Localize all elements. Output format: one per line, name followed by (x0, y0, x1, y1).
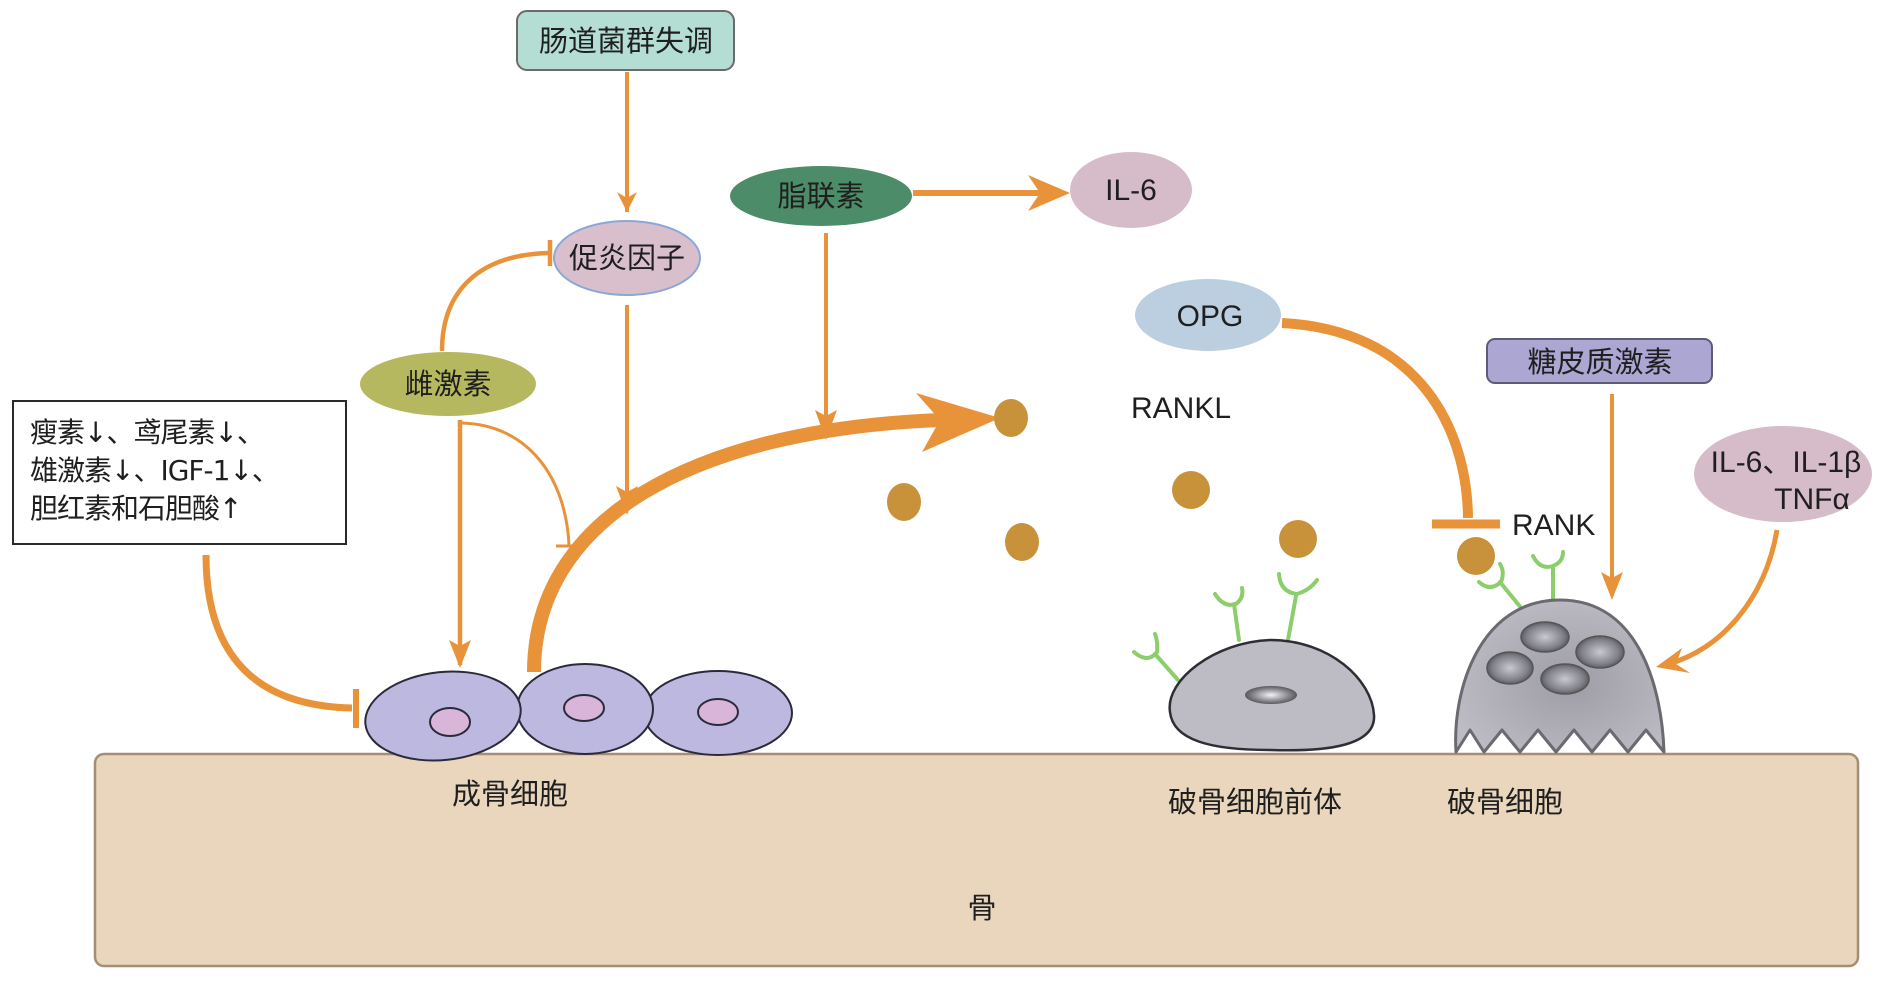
glucocorticoid-label: 糖皮质激素 (1527, 345, 1672, 379)
opg-label: OPG (1177, 300, 1244, 333)
node-adiponectin (730, 166, 912, 226)
osteoclast-nucleus (1575, 635, 1625, 669)
rank-receptor (1531, 550, 1565, 606)
rank-receptor (1477, 562, 1524, 611)
rankl-molecules (887, 399, 1495, 575)
osteoclast-nucleus (1540, 663, 1590, 695)
rank-label: RANK (1512, 509, 1595, 542)
node-il6 (1070, 152, 1192, 228)
estrogen-label: 雌激素 (404, 367, 491, 401)
rankl-dot (1005, 523, 1039, 561)
arrowhead-il6 (1028, 175, 1070, 211)
rankl-dot (1172, 471, 1210, 509)
node-proinflammatory-factors (553, 220, 701, 296)
osteoclast-group (1454, 550, 1666, 754)
osteoclast-precursor-group (1132, 572, 1376, 752)
osteoblast-label: 成骨细胞 (452, 777, 568, 811)
inhibit-estrogen-to-rankl-path (461, 421, 571, 546)
rankl-dot (887, 483, 921, 521)
arrowheads (449, 175, 1690, 673)
osteoblast-nucleus (563, 694, 605, 722)
rank-receptor (1132, 632, 1180, 682)
node-opg (1135, 279, 1281, 351)
rankl-dot (994, 399, 1028, 437)
osteoclast-nucleus (1520, 621, 1570, 653)
osteoclast-nucleus (1486, 651, 1534, 685)
proinflammatory-label: 促炎因子 (569, 241, 685, 275)
bone-label: 骨 (967, 891, 996, 925)
factor-line: 瘦素↓、鸢尾素↓、 (30, 416, 265, 449)
arrowhead-gut (617, 192, 637, 212)
osteoblast-nucleus (697, 698, 739, 726)
osteoclast-precursor-label: 破骨细胞前体 (1168, 785, 1342, 819)
factor-line: 胆红素和石胆酸↑ (30, 492, 242, 525)
cytokines-label-line1: IL-6、IL-1β (1711, 446, 1862, 479)
il6-label: IL-6 (1105, 174, 1157, 207)
osteoblast-group (364, 663, 793, 762)
osteoclast-precursor-nucleus (1245, 686, 1297, 704)
factor-box: 瘦素↓、鸢尾素↓、 雄激素↓、IGF-1↓、 胆红素和石胆酸↑ (12, 400, 347, 545)
cytokines-label-line2: TNFα (1774, 483, 1850, 516)
osteoblast-nucleus (429, 707, 471, 737)
arrowhead-glucocorticoid (1601, 572, 1623, 600)
arrow-cytokines-to-osteoclast (1667, 529, 1780, 667)
arrowhead-rankl (916, 393, 1000, 452)
rankl-label: RANKL (1131, 392, 1231, 425)
arrowhead-estrogen-osteoblast (449, 640, 471, 668)
adiponectin-label: 脂联素 (777, 179, 864, 213)
arrowhead-cytokines (1656, 648, 1690, 673)
rankl-dot (1457, 537, 1495, 575)
receptor-set (1477, 550, 1565, 611)
bone-block (93, 752, 1860, 968)
rankl-dot (1279, 520, 1317, 558)
gut-dysbiosis-label: 肠道菌群失调 (539, 24, 713, 58)
arrowhead-adiponectin-down (815, 410, 837, 440)
receptor-set (1132, 572, 1319, 682)
rank-receptor (1213, 586, 1245, 642)
arrowhead-proinflammatory (616, 486, 638, 515)
node-estrogen (360, 352, 536, 416)
factor-line: 雄激素↓、IGF-1↓、 (30, 454, 280, 487)
inhibit-factors-to-osteoblast (202, 554, 353, 712)
inhibit-opg-to-rank (1281, 318, 1473, 519)
osteoclast-label: 破骨细胞 (1447, 785, 1563, 819)
node-cytokines (1694, 426, 1872, 522)
inhibit-estrogen-to-proinflammatory (439, 250, 549, 352)
node-glucocorticoid (1486, 338, 1713, 384)
node-gut-dysbiosis (516, 10, 735, 71)
arrow-osteoblast-to-rankl (527, 413, 941, 673)
rank-receptor (1277, 572, 1319, 642)
